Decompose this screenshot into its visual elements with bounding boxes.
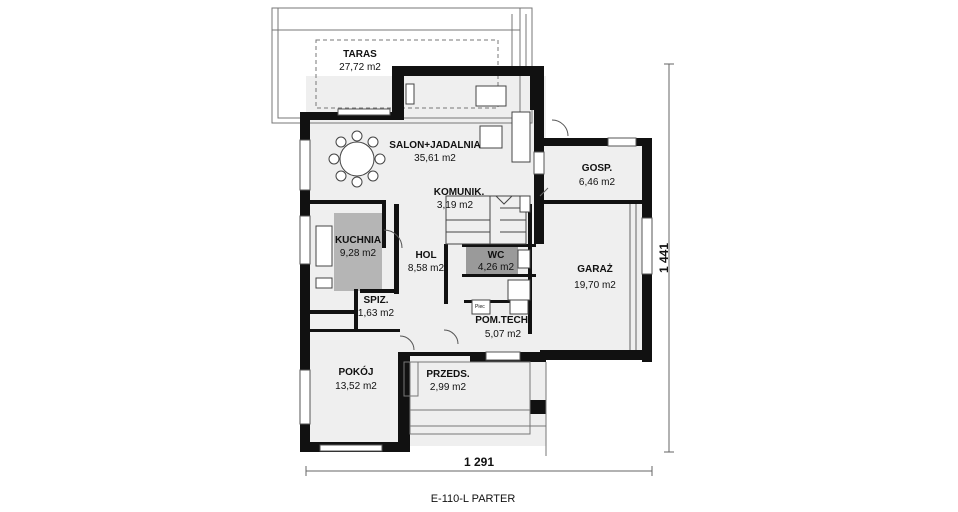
fixture-label-piec: Piec: [475, 304, 485, 310]
room-area-pokoj: 13,52 m2: [335, 381, 377, 392]
entry-porch: [403, 361, 547, 456]
kitchen-fill: [334, 213, 382, 291]
room-area-pomtech: 5,07 m2: [485, 329, 522, 340]
room-label-taras: TARAS 27,72 m2: [339, 49, 381, 73]
room-label-spiz: SPIZ. 1,63 m2: [358, 295, 395, 319]
floor-area-garage: [540, 138, 650, 358]
room-name-salon: SALON+JADALNIA: [389, 140, 480, 151]
wc-fill: [466, 245, 518, 274]
room-name-komunik: KOMUNIK.: [434, 187, 485, 198]
room-area-komunik: 3,19 m2: [437, 200, 474, 211]
room-name-gosp: GOSP.: [582, 163, 613, 174]
room-label-kuchnia: KUCHNIA 9,28 m2: [335, 235, 381, 259]
dimension-depth: 1 441: [657, 243, 671, 273]
room-label-garaz: GARAŻ 19,70 m2: [574, 262, 616, 291]
room-area-taras: 27,72 m2: [339, 62, 381, 73]
room-name-hol: HOL: [415, 250, 436, 261]
room-label-hol: HOL 8,58 m2: [408, 250, 445, 274]
room-label-gosp: GOSP. 6,46 m2: [579, 163, 616, 188]
room-area-przeds: 2,99 m2: [430, 382, 467, 393]
dining-table: [328, 130, 386, 188]
room-name-pomtech: POM.TECH.: [475, 315, 531, 326]
plan-caption: E-110-L PARTER: [431, 493, 516, 505]
room-area-gosp: 6,46 m2: [579, 177, 616, 188]
room-area-hol: 8,58 m2: [408, 263, 445, 274]
room-label-salon: SALON+JADALNIA 35,61 m2: [389, 140, 480, 164]
room-label-wc: WC 4,26 m2: [478, 250, 515, 273]
room-label-pomtech: POM.TECH. 5,07 m2: [475, 315, 531, 340]
room-name-wc: WC: [488, 250, 505, 261]
room-name-garaz: GARAŻ: [577, 262, 613, 275]
dimension-width: 1 291: [464, 455, 494, 469]
room-area-spiz: 1,63 m2: [358, 308, 395, 319]
room-name-przeds: PRZEDS.: [426, 369, 470, 380]
room-name-taras: TARAS: [343, 49, 377, 60]
room-name-pokoj: POKÓJ: [338, 365, 373, 378]
room-area-garaz: 19,70 m2: [574, 280, 616, 291]
dimension-lines: [305, 63, 674, 476]
room-area-wc: 4,26 m2: [478, 262, 515, 273]
doors: [383, 119, 569, 351]
room-label-pokoj: POKÓJ 13,52 m2: [335, 365, 377, 392]
living-furniture: [405, 83, 531, 213]
room-name-kuchnia: KUCHNIA: [335, 235, 381, 246]
staircase: [445, 195, 527, 245]
room-area-salon: 35,61 m2: [414, 153, 456, 164]
room-label-przeds: PRZEDS. 2,99 m2: [426, 369, 470, 393]
wc-fixtures: [471, 249, 531, 315]
room-area-kuchnia: 9,28 m2: [340, 248, 377, 259]
room-name-spiz: SPIZ.: [363, 295, 388, 306]
kitchen-counter: [315, 225, 333, 289]
windows: [299, 108, 653, 452]
room-label-komunik: KOMUNIK. 3,19 m2: [434, 187, 485, 211]
garage-lines: [539, 187, 637, 350]
